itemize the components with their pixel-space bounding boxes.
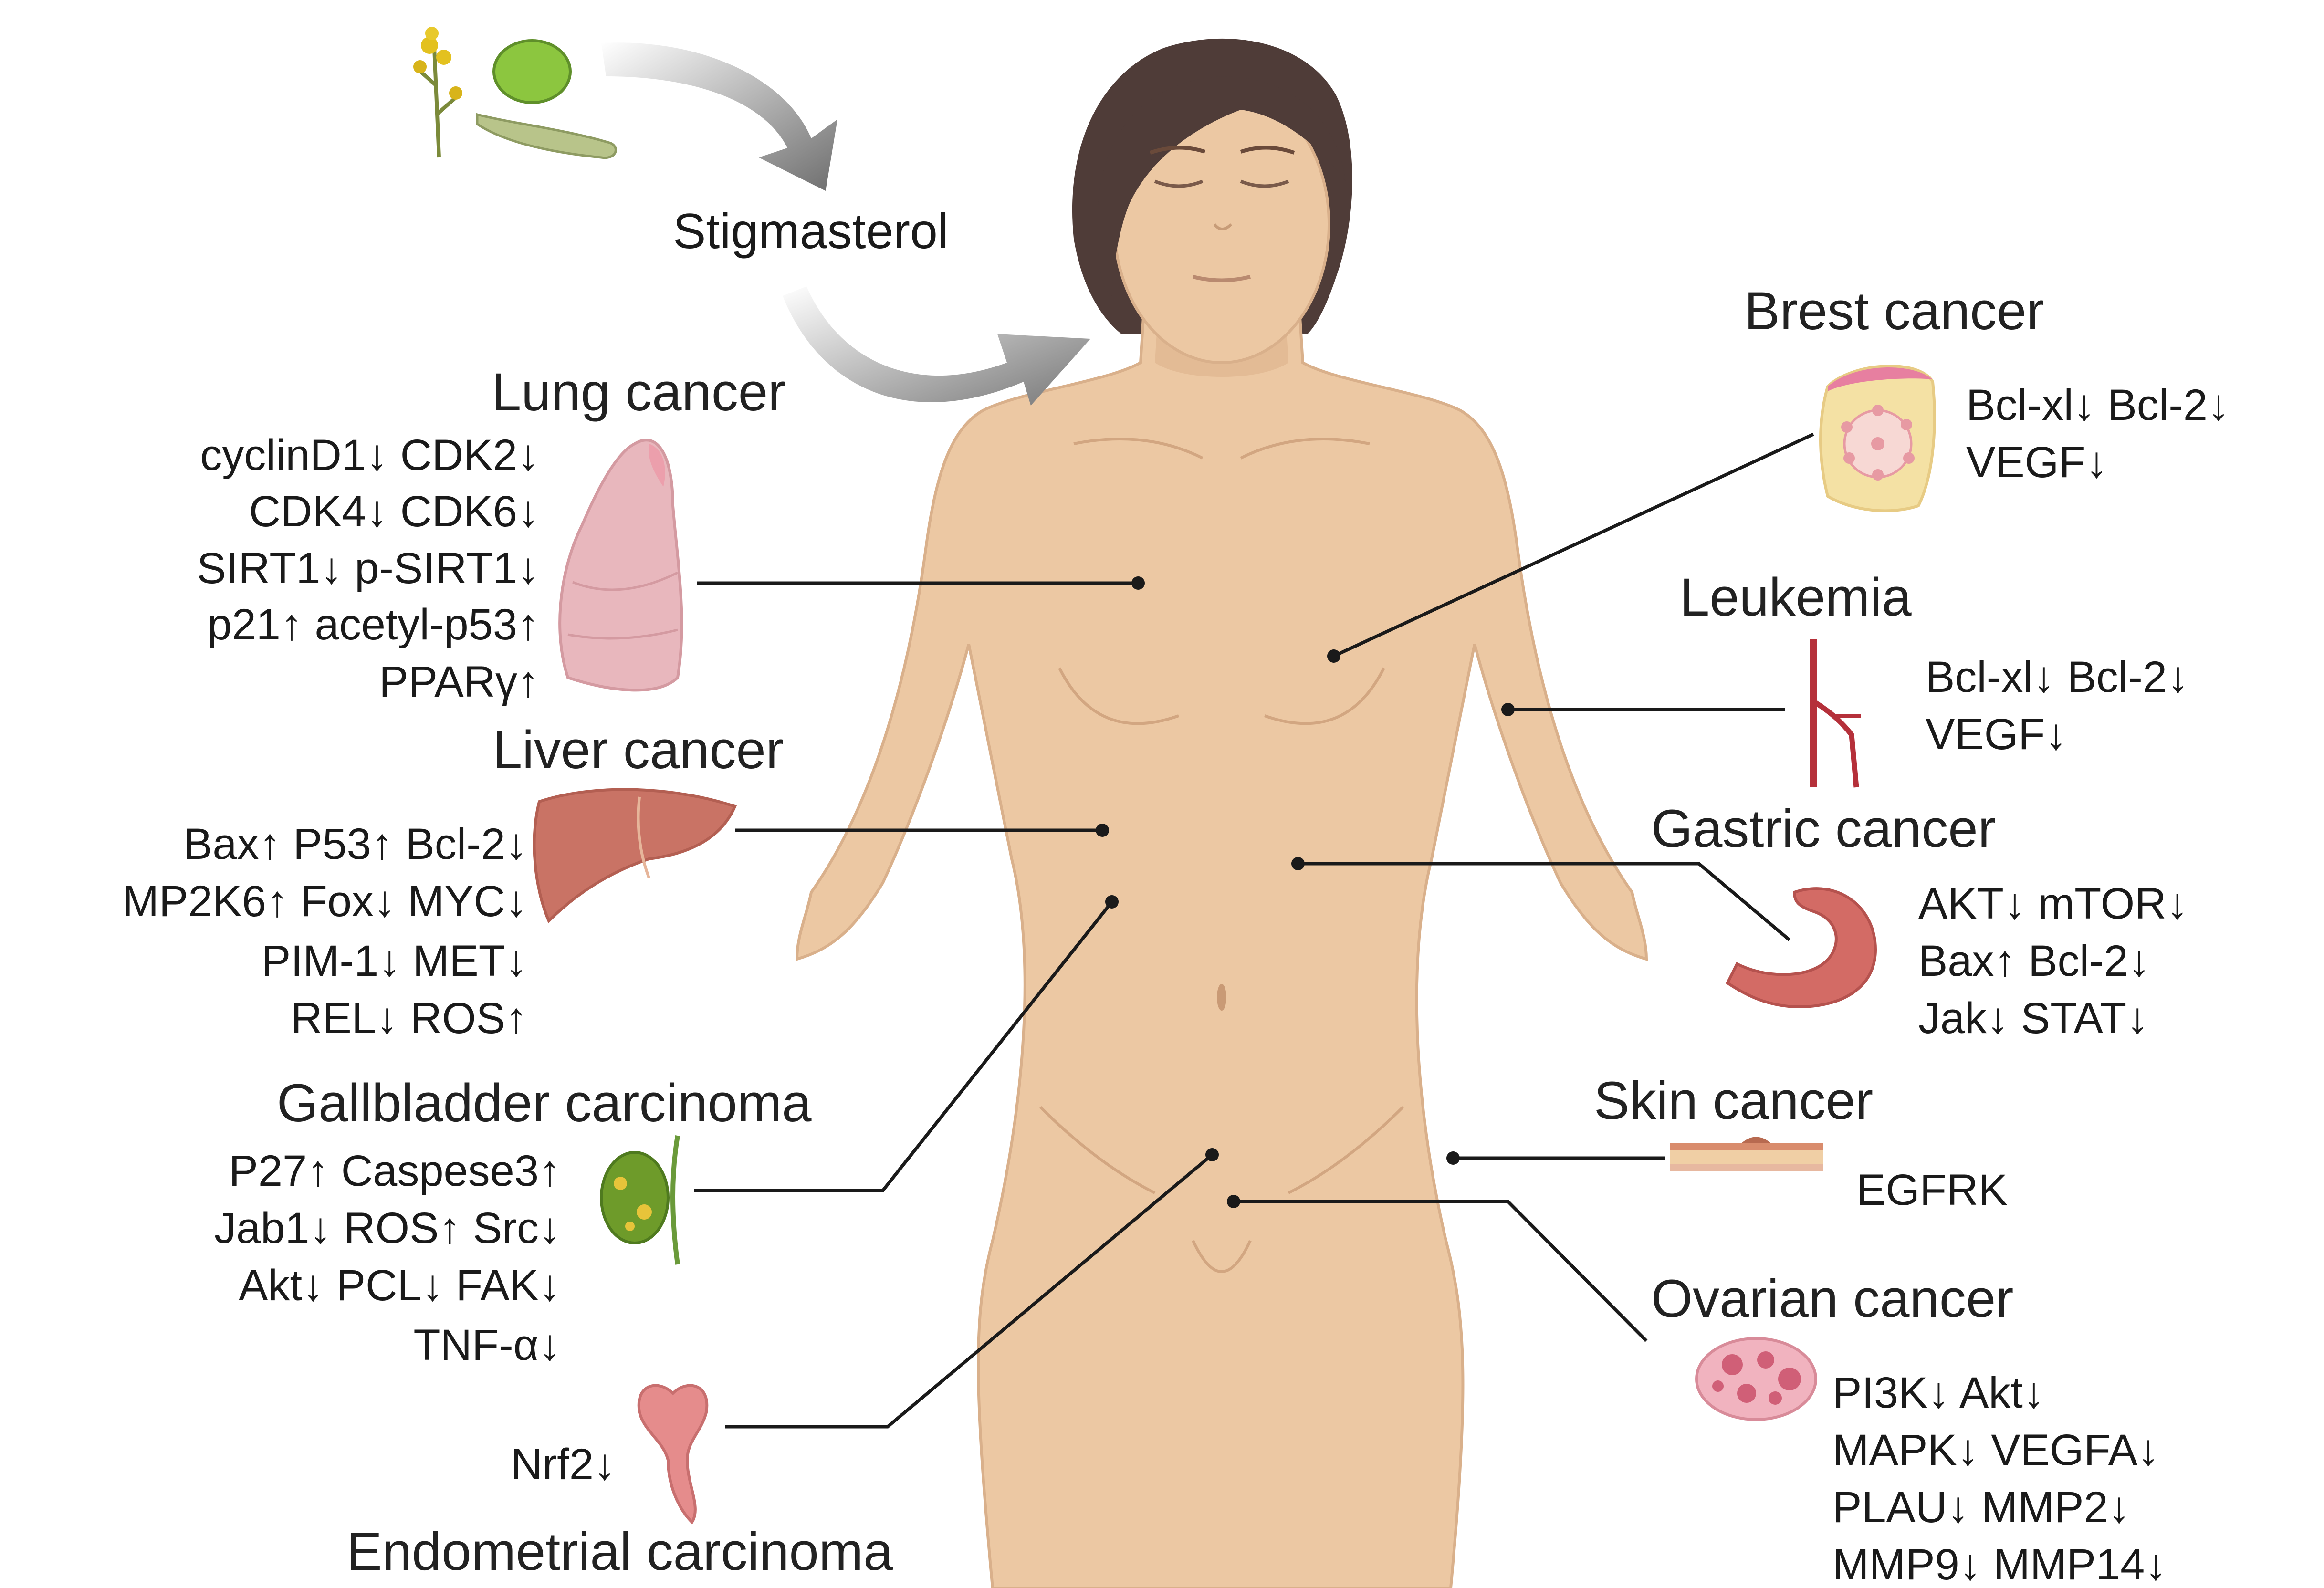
skin-dot — [1446, 1151, 1460, 1165]
breast-cancer-title: Brest cancer — [1744, 281, 2044, 341]
liver-cancer-title: Liver cancer — [492, 720, 784, 780]
hair-front — [1098, 76, 1346, 296]
left-brow — [1149, 146, 1206, 155]
breast-icon — [1819, 365, 1936, 512]
skin-markers: EGFRK — [1856, 1166, 2008, 1214]
marker-line: Jak↓ STAT↓ — [1918, 994, 2148, 1043]
marker-line: REL↓ ROS↑ — [291, 994, 527, 1043]
marker-line: PLAU↓ MMP2↓ — [1832, 1483, 2130, 1532]
marker-line: PIM-1↓ MET↓ — [262, 937, 527, 985]
cancer-titles: Lung cancer Liver cancer Gallbladder car… — [277, 281, 2044, 1581]
marker-line: SIRT1↓ p-SIRT1↓ — [197, 544, 540, 593]
marker-line: Nrf2↓ — [511, 1440, 616, 1489]
rapeseed-flower-icon — [413, 27, 462, 158]
marker-line: VEGF↓ — [1926, 710, 2067, 759]
marker-line: VEGF↓ — [1966, 438, 2107, 487]
marker-line: CDK4↓ CDK6↓ — [249, 487, 539, 536]
blood-vessel-icon — [1810, 639, 1861, 788]
soybean-seed-icon — [492, 39, 572, 104]
marker-line: MP2K6↑ Fox↓ MYC↓ — [122, 877, 527, 926]
right-eye — [1240, 179, 1289, 188]
lung-dot — [1131, 576, 1145, 590]
gastric-dot — [1291, 857, 1305, 870]
marker-line: Bax↑ Bcl-2↓ — [1918, 937, 2150, 985]
leukemia-dot — [1501, 703, 1515, 716]
endometrial-connector — [725, 1153, 1214, 1429]
leukemia-markers: Bcl-xl↓ Bcl-2↓ VEGF↓ — [1926, 653, 2189, 759]
marker-line: PI3K↓ Akt↓ — [1832, 1369, 2045, 1417]
lung-cancer-title: Lung cancer — [492, 362, 785, 422]
leukemia-title: Leukemia — [1680, 567, 1912, 627]
skin-layer-icon — [1670, 1137, 1823, 1171]
lung-markers: cyclinD1↓ CDK2↓ CDK4↓ CDK6↓ SIRT1↓ p-SIR… — [197, 431, 540, 706]
pathway-arrows — [601, 42, 1090, 406]
marker-line: Jab1↓ ROS↑ Src↓ — [214, 1204, 561, 1253]
nose — [1213, 223, 1233, 230]
marker-line: EGFRK — [1856, 1166, 2008, 1214]
liver-markers: Bax↑ P53↑ Bcl-2↓ MP2K6↑ Fox↓ MYC↓ PIM-1↓… — [122, 820, 527, 1043]
breast-markers: Bcl-xl↓ Bcl-2↓ VEGF↓ — [1966, 381, 2230, 487]
breast-dot — [1327, 649, 1340, 663]
marker-line: TNF-α↓ — [413, 1321, 561, 1369]
curved-arrow-top-icon — [601, 42, 837, 191]
soybean-pod-icon — [476, 113, 617, 159]
endometrial-carcinoma-title: Endometrial carcinoma — [346, 1522, 893, 1581]
hip-lines — [1039, 1106, 1404, 1273]
gastric-cancer-title: Gastric cancer — [1651, 799, 1996, 858]
gallbladder-markers: P27↑ Caspese3↑ Jab1↓ ROS↑ Src↓ Akt↓ PCL↓… — [214, 1147, 561, 1369]
body-silhouette — [795, 285, 1648, 1588]
left-eye — [1154, 179, 1204, 188]
ovarian-dot — [1227, 1195, 1240, 1208]
ovarian-markers: PI3K↓ Akt↓ MAPK↓ VEGFA↓ PLAU↓ MMP2↓ MMP9… — [1832, 1369, 2167, 1588]
gallbladder-carcinoma-title: Gallbladder carcinoma — [277, 1073, 812, 1133]
liver-dot — [1096, 824, 1109, 837]
connector-lines — [694, 432, 1814, 1429]
human-body-illustration — [795, 38, 1648, 1588]
endometrial-dot — [1205, 1148, 1219, 1161]
curved-arrow-bottom-icon — [783, 286, 1090, 406]
liver-icon — [533, 788, 737, 924]
plant-sources — [413, 27, 617, 159]
marker-line: p21↑ acetyl-p53↑ — [207, 600, 539, 649]
collarbones — [1073, 438, 1370, 460]
marker-line: MMP9↓ MMP14↓ — [1832, 1540, 2167, 1588]
gastric-markers: AKT↓ mTOR↓ Bax↑ Bcl-2↓ Jak↓ STAT↓ — [1918, 879, 2188, 1043]
gallbladder-connector — [694, 900, 1113, 1192]
skin-cancer-title: Skin cancer — [1594, 1071, 1873, 1130]
stigmasterol-label: Stigmasterol — [673, 204, 949, 259]
ovarian-cancer-title: Ovarian cancer — [1651, 1269, 2013, 1328]
connector-dots — [1096, 576, 1515, 1208]
ovary-icon — [1695, 1337, 1817, 1421]
marker-line: AKT↓ mTOR↓ — [1918, 879, 2188, 928]
gastric-connector — [1298, 862, 1791, 941]
right-brow — [1240, 146, 1295, 155]
marker-line: cyclinD1↓ CDK2↓ — [200, 431, 539, 480]
marker-line: Bax↑ P53↑ Bcl-2↓ — [183, 820, 527, 868]
gallbladder-dot — [1105, 895, 1119, 909]
uterus-icon — [637, 1384, 709, 1525]
endometrial-markers: Nrf2↓ — [511, 1440, 616, 1489]
marker-line: Akt↓ PCL↓ FAK↓ — [239, 1261, 561, 1310]
marker-line: PPARγ↑ — [379, 658, 539, 706]
lung-icon — [558, 439, 683, 692]
marker-line: Bcl-xl↓ Bcl-2↓ — [1966, 381, 2230, 429]
marker-line: P27↑ Caspese3↑ — [229, 1147, 561, 1195]
ovarian-connector — [1234, 1200, 1648, 1342]
breast-connector — [1333, 432, 1814, 658]
breast-contours — [1058, 667, 1385, 725]
marker-line: Bcl-xl↓ Bcl-2↓ — [1926, 653, 2189, 701]
marker-line: MAPK↓ VEGFA↓ — [1832, 1426, 2159, 1474]
navel — [1217, 984, 1226, 1011]
mouth — [1193, 275, 1251, 282]
gallbladder-icon — [600, 1135, 680, 1265]
stomach-icon — [1726, 887, 1877, 1009]
